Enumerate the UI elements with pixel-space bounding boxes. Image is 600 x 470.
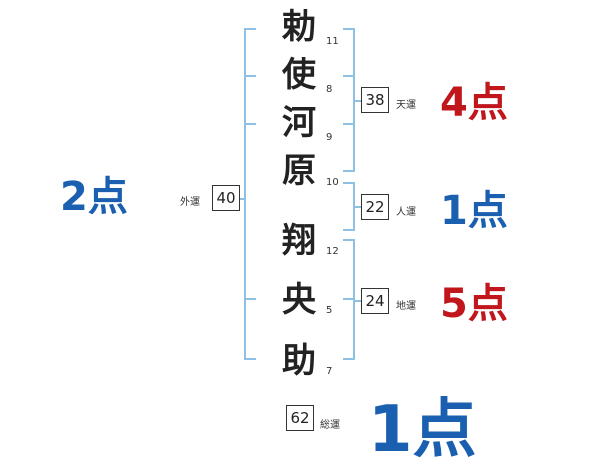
- soun-score: 1点: [368, 393, 477, 467]
- bracket-tick: [343, 75, 354, 77]
- bracket-connector: [354, 206, 361, 208]
- bracket-tick: [244, 28, 256, 30]
- tenun-score: 4点: [440, 80, 508, 126]
- soun-value: 62: [286, 405, 314, 431]
- bracket-connector: [236, 198, 245, 200]
- bracket-connector: [354, 300, 361, 302]
- bracket-tick: [343, 229, 354, 231]
- chiun-bracket: [353, 239, 355, 360]
- chiun-score: 5点: [440, 281, 508, 327]
- bracket-tick: [343, 239, 354, 241]
- stroke-count: 10: [326, 177, 339, 188]
- bracket-tick: [343, 358, 354, 360]
- stroke-count: 11: [326, 36, 339, 47]
- name-char: 勅: [282, 7, 316, 47]
- name-char: 翔: [282, 221, 316, 261]
- gaiun-value: 40: [212, 185, 240, 211]
- name-char: 助: [282, 341, 316, 381]
- jinun-label: 人運: [396, 207, 416, 218]
- bracket-tick: [244, 358, 256, 360]
- gaiun-score: 2点: [60, 174, 128, 220]
- bracket-tick: [343, 170, 354, 172]
- bracket-tick: [244, 75, 256, 77]
- bracket-tick: [343, 182, 354, 184]
- bracket-connector: [354, 100, 361, 102]
- bracket-tick: [244, 298, 256, 300]
- name-char: 原: [282, 151, 316, 191]
- stroke-count: 9: [326, 132, 333, 143]
- stroke-count: 7: [326, 366, 333, 377]
- bracket-tick: [244, 123, 256, 125]
- tenun-label: 天運: [396, 100, 416, 111]
- chiun-value: 24: [361, 288, 389, 314]
- chiun-label: 地運: [396, 301, 416, 312]
- stroke-count: 8: [326, 84, 333, 95]
- stroke-count: 5: [326, 305, 333, 316]
- name-char: 央: [282, 280, 316, 320]
- jinun-score: 1点: [440, 188, 508, 234]
- tenun-value: 38: [361, 87, 389, 113]
- soun-label: 総運: [320, 420, 340, 431]
- outer-bracket: [244, 28, 246, 360]
- jinun-value: 22: [361, 194, 389, 220]
- bracket-tick: [343, 123, 354, 125]
- gaiun-label: 外運: [180, 197, 200, 208]
- bracket-tick: [343, 298, 354, 300]
- name-char: 河: [282, 103, 316, 143]
- stroke-count: 12: [326, 246, 339, 257]
- name-char: 使: [282, 55, 316, 95]
- bracket-tick: [343, 28, 354, 30]
